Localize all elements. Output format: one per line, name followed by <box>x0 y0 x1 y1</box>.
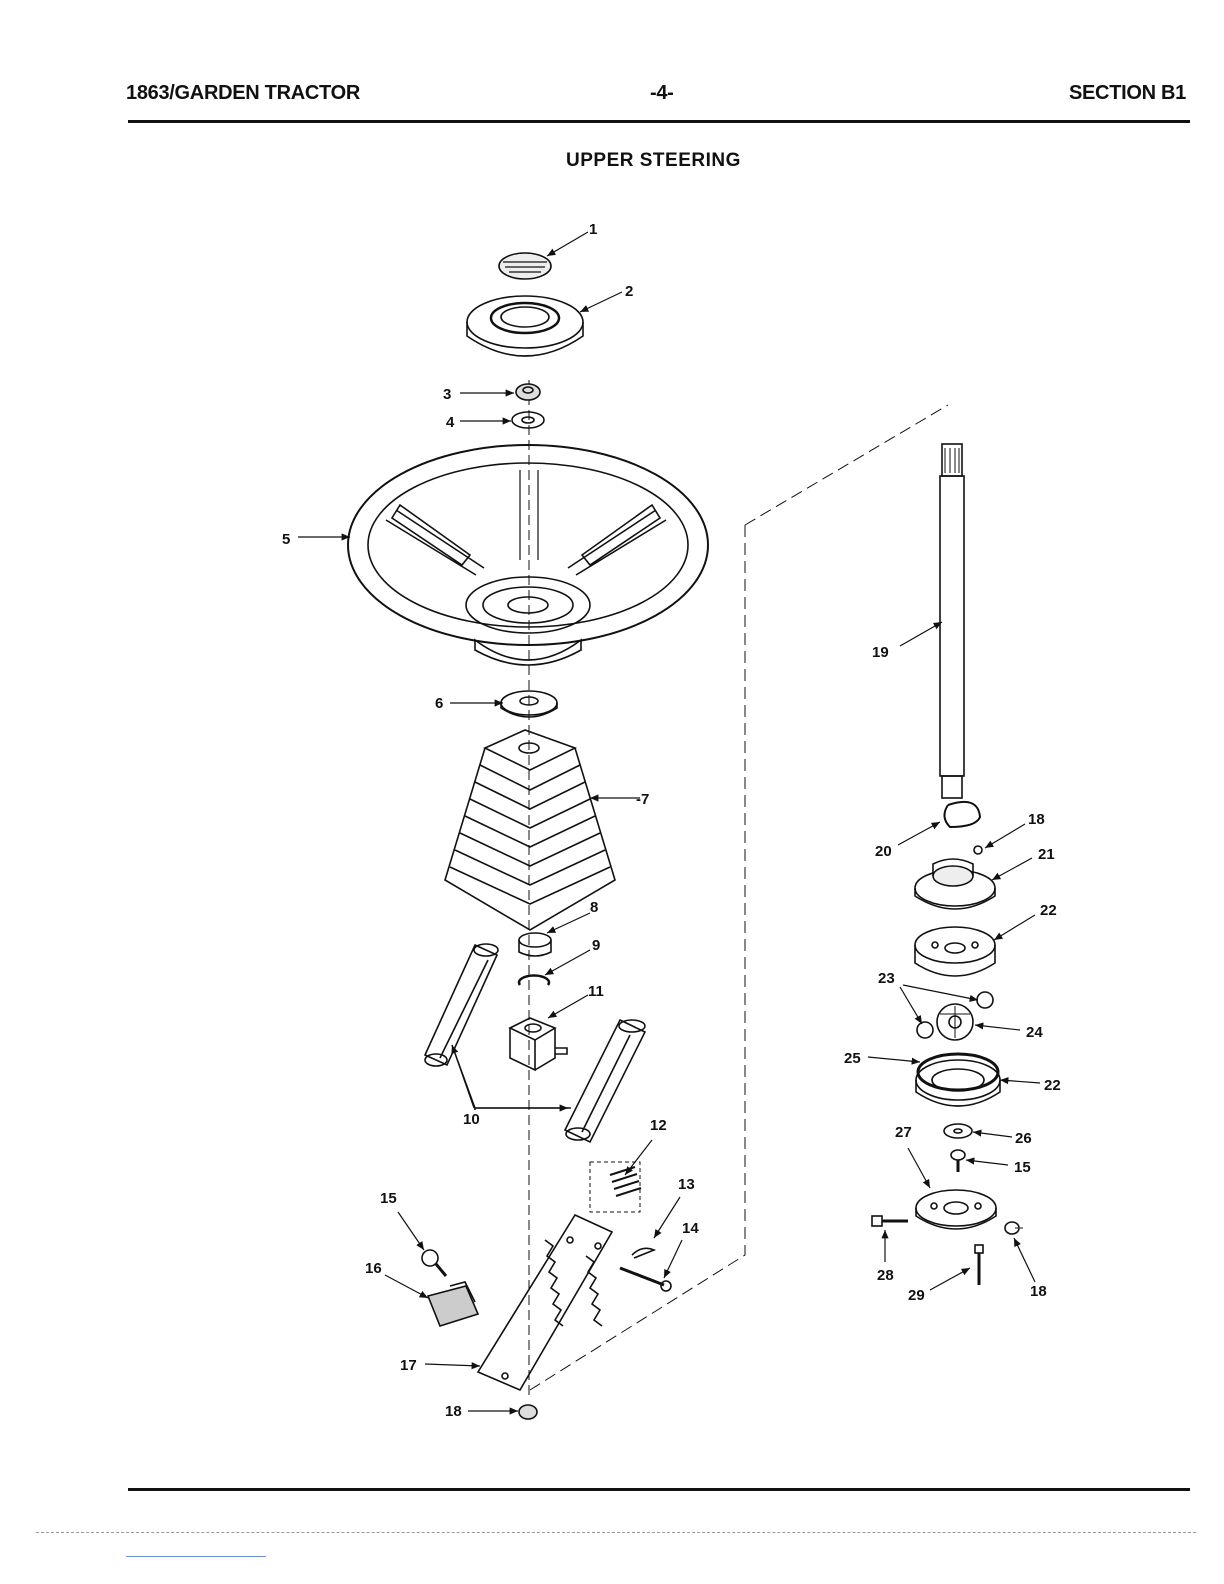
callout-4: 4 <box>446 414 455 431</box>
callout-20: 20 <box>875 843 892 860</box>
part-8-bushing <box>519 933 551 956</box>
callout-28: 28 <box>877 1267 894 1284</box>
part-14-pin <box>620 1268 671 1291</box>
part-5-steering-wheel <box>348 445 708 665</box>
callout-7: -7 <box>636 791 649 808</box>
part-1-cap <box>499 253 551 279</box>
callout-18-bottom: 18 <box>445 1403 462 1420</box>
callout-24: 24 <box>1026 1024 1043 1041</box>
callout-15-left: 15 <box>380 1190 397 1207</box>
part-12-spring <box>590 1162 641 1212</box>
part-24-spider <box>937 1004 973 1040</box>
part-17-steering-quadrant <box>478 1215 612 1390</box>
callout-8: 8 <box>590 899 598 916</box>
part-21-flange <box>915 846 995 909</box>
part-13-cotter-pin <box>632 1248 654 1258</box>
callout-5: 5 <box>282 531 290 548</box>
callout-19: 19 <box>872 644 889 661</box>
callout-16: 16 <box>365 1260 382 1277</box>
scan-edge-blue-line <box>126 1556 266 1557</box>
part-22-coupler-upper <box>915 927 995 976</box>
callout-11: 11 <box>588 983 604 1000</box>
callout-26: 26 <box>1015 1130 1032 1147</box>
callout-15-right: 15 <box>1014 1159 1031 1176</box>
part-2-hub-cover <box>467 296 583 356</box>
part-15-bolt-left <box>422 1250 446 1276</box>
callout-12: 12 <box>650 1117 667 1134</box>
footer-rule <box>128 1488 1190 1491</box>
callout-1: 1 <box>589 221 597 238</box>
callout-6: 6 <box>435 695 443 712</box>
part-3-nut <box>516 384 540 400</box>
callout-9: 9 <box>592 937 600 954</box>
part-29-bolt <box>975 1245 983 1285</box>
part-19-steering-shaft <box>940 444 964 798</box>
scan-edge-line <box>36 1532 1196 1533</box>
callout-10: 10 <box>463 1111 480 1128</box>
callout-13: 13 <box>678 1176 695 1193</box>
part-15-bolt-right <box>951 1150 965 1172</box>
callout-2: 2 <box>625 283 633 300</box>
callout-3: 3 <box>443 386 451 403</box>
callout-14: 14 <box>682 1220 699 1237</box>
part-23-ball <box>917 1022 933 1038</box>
callout-22-lower: 22 <box>1044 1077 1061 1094</box>
callout-21: 21 <box>1038 846 1055 863</box>
part-11-pivot-block <box>510 1018 567 1070</box>
part-4-washer <box>512 412 544 428</box>
part-27-lower-flange <box>916 1190 996 1229</box>
callout-27: 27 <box>895 1124 912 1141</box>
callout-18-right: 18 <box>1030 1283 1047 1300</box>
callout-23: 23 <box>878 970 895 987</box>
callout-18-upper: 18 <box>1028 811 1045 828</box>
part-16-shoe <box>428 1282 478 1326</box>
part-9-snap-ring <box>519 975 549 985</box>
part-28-bolt <box>872 1216 908 1226</box>
part-26-washer <box>944 1124 972 1138</box>
part-18-nut-bottom <box>519 1405 537 1419</box>
callout-17: 17 <box>400 1357 417 1374</box>
part-10-roller-right <box>565 1020 645 1142</box>
callout-29: 29 <box>908 1287 925 1304</box>
part-23-ball <box>977 992 993 1008</box>
part-20-clip <box>944 802 980 827</box>
part-10-roller-left <box>425 944 498 1066</box>
callout-25: 25 <box>844 1050 861 1067</box>
callout-22-upper: 22 <box>1040 902 1057 919</box>
